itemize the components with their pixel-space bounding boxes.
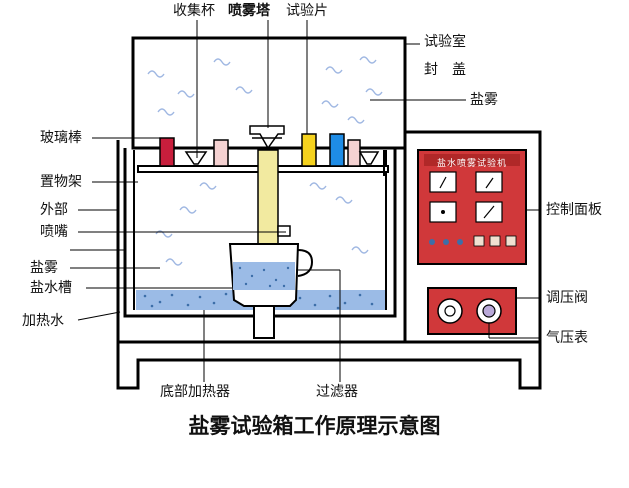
indicator-light-3 — [457, 239, 463, 245]
indicator-light-2 — [443, 239, 449, 245]
meter-needle-3 — [483, 205, 495, 219]
label-pressure-gauge: 气压表 — [546, 330, 588, 346]
label-heating-water: 加热水 — [22, 313, 64, 329]
spray-tower-tube — [257, 149, 279, 246]
label-nozzle: 喷嘴 — [40, 224, 68, 240]
label-spray-tower: 喷雾塔 — [228, 3, 270, 19]
label-rack: 置物架 — [40, 174, 82, 190]
outer-cabinet — [116, 130, 542, 390]
switch-3 — [505, 235, 517, 247]
pink-test-piece-2 — [347, 139, 361, 167]
red-test-piece — [159, 137, 175, 167]
label-filter: 过滤器 — [316, 384, 358, 400]
brine-tank-handle — [297, 249, 314, 277]
label-brine-tank: 盐水槽 — [30, 280, 72, 296]
label-collector-cup: 收集杯 — [173, 3, 215, 19]
pink-test-piece — [213, 139, 229, 167]
pressure-gauge-center — [482, 304, 496, 318]
label-glass-rod: 玻璃棒 — [40, 130, 82, 146]
label-bottom-heater: 底部加热器 — [160, 384, 230, 400]
salt-fog-marks — [147, 56, 383, 266]
diagram-title: 盐雾试验箱工作原理示意图 — [188, 413, 441, 438]
meter-mid-left-dot — [441, 210, 445, 214]
label-regulator-valve: 调压阀 — [546, 290, 588, 306]
nozzle-clamp — [277, 225, 291, 237]
indicator-light-1 — [429, 239, 435, 245]
label-salt-fog-left: 盐雾 — [30, 260, 58, 276]
brine-speckles — [143, 292, 374, 310]
brine-tank-liquid — [233, 262, 295, 290]
meter-needle-1 — [439, 176, 447, 189]
switch-1 — [473, 235, 485, 247]
collector-cup-left — [184, 151, 208, 165]
regulator-valve-center — [444, 305, 456, 317]
tank-speckles — [238, 266, 290, 288]
label-chamber-cover-1: 试验室 — [424, 34, 466, 50]
control-panel-title: 盐水喷雾试验机 — [436, 159, 507, 169]
collector-cup-right — [358, 151, 380, 165]
label-chamber-cover-2: 封 盖 — [424, 62, 466, 78]
meter-top-right — [475, 171, 503, 193]
label-control-panel: 控制面板 — [546, 202, 602, 218]
label-test-piece: 试验片 — [286, 3, 328, 19]
switch-2 — [489, 235, 501, 247]
meter-needle-2 — [485, 177, 494, 189]
label-exterior: 外部 — [40, 202, 68, 218]
control-panel-title-bar — [424, 154, 520, 166]
label-salt-fog-top: 盐雾 — [470, 92, 498, 108]
brine-tank-stem — [253, 305, 275, 339]
leader-lines — [70, 20, 540, 382]
blue-test-piece — [329, 133, 345, 167]
yellow-test-piece — [301, 133, 317, 167]
spray-tower-head — [249, 125, 285, 150]
